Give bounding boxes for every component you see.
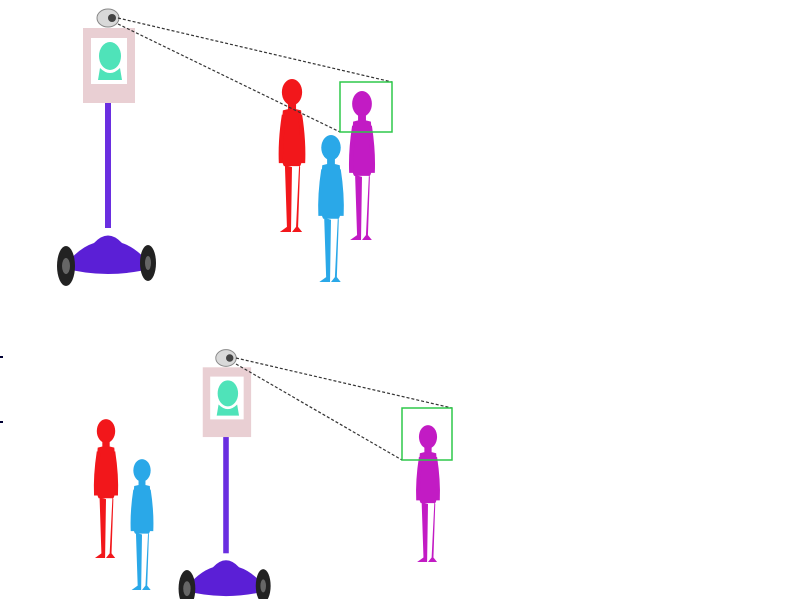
magenta-person xyxy=(348,91,376,240)
face-icon xyxy=(99,42,121,70)
edge-mark xyxy=(0,421,3,423)
telepresence-robot xyxy=(178,349,271,599)
view-line xyxy=(235,357,453,409)
red-person xyxy=(93,419,119,558)
red-person xyxy=(278,78,306,232)
robot-base xyxy=(63,235,153,274)
blue-person xyxy=(318,135,344,282)
pole xyxy=(223,437,229,554)
view-line xyxy=(117,17,393,83)
magenta-person xyxy=(416,425,440,562)
detection-box xyxy=(339,81,393,133)
view-line xyxy=(235,363,403,461)
telepresence-robot xyxy=(57,8,156,286)
detection-box xyxy=(401,407,453,461)
scene-bottom xyxy=(93,349,453,599)
view-line xyxy=(117,23,341,133)
scene-top xyxy=(57,8,393,286)
pole xyxy=(105,103,111,228)
edge-mark xyxy=(0,356,3,358)
face-icon xyxy=(217,380,239,407)
blue-person xyxy=(130,459,154,590)
robot-base xyxy=(184,560,268,597)
